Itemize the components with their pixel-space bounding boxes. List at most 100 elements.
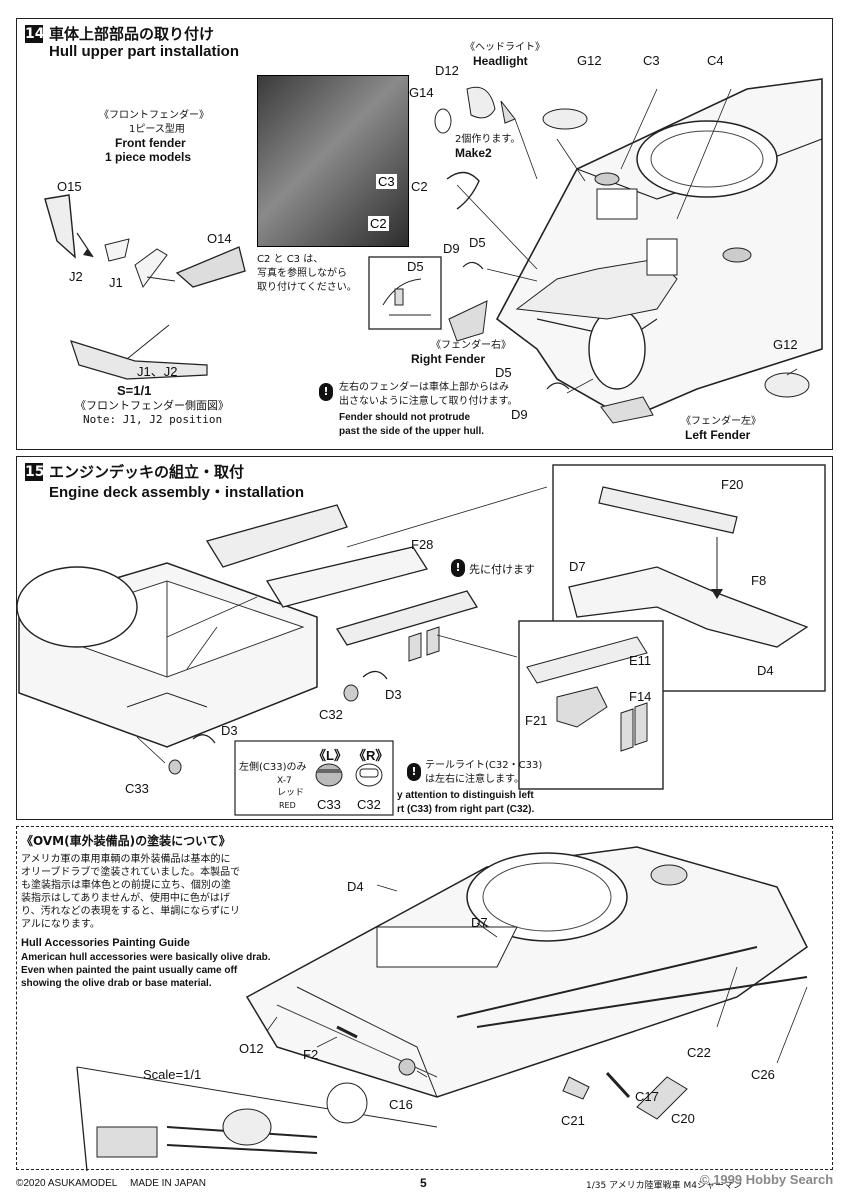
caution-icon: ! bbox=[407, 763, 421, 781]
part-label-C21: C21 bbox=[561, 1113, 585, 1128]
part-label-O15: O15 bbox=[57, 179, 82, 194]
part-label-C3: C3 bbox=[643, 53, 660, 68]
tail-en: y attention to distinguish left bbox=[397, 790, 534, 801]
page-number: 5 bbox=[420, 1176, 427, 1190]
color-en: RED bbox=[279, 801, 296, 810]
warn-jp2: 出さないように注意して取り付けます。 bbox=[339, 396, 518, 407]
reference-photo: C3 C2 bbox=[257, 75, 409, 247]
caution-icon: ! bbox=[451, 559, 465, 577]
ovm-title-jp: 《OVM(車外装備品)の塗装について》 bbox=[21, 834, 231, 848]
tail-jp: テールライト(C32・C33) bbox=[425, 760, 543, 771]
right-fender-en: Right Fender bbox=[411, 352, 485, 366]
ovm-body-jp-3: 装指示はしてありませんが、使用中に色がはげ bbox=[21, 893, 230, 904]
engine-deck-illustration bbox=[17, 464, 826, 816]
part-label-C2: C2 bbox=[411, 179, 428, 194]
part-label-D3: D3 bbox=[385, 687, 402, 702]
ovm-body-jp-5: アルになります。 bbox=[21, 919, 100, 930]
ovm-body-jp-2: も塗装指示は車体色との前提に立ち、個別の塗 bbox=[21, 880, 231, 891]
part-label-C26: C26 bbox=[751, 1067, 775, 1082]
photo-note-jp: C2 と C3 は、 bbox=[257, 254, 324, 265]
left-fender-en: Left Fender bbox=[685, 428, 751, 442]
front-fender-jp: 《フロントフェンダー》 bbox=[99, 110, 209, 121]
part-label-C22: C22 bbox=[687, 1045, 711, 1060]
ovm-body-jp-1: オリーブドラブで塗装されていました。本製品で bbox=[21, 867, 241, 878]
color-jp: レッド bbox=[277, 788, 305, 798]
front-fender-en2: 1 piece models bbox=[105, 150, 192, 164]
legend-L: 《L》 bbox=[313, 748, 347, 763]
guide-title: Hull Accessories Painting Guide bbox=[21, 937, 190, 949]
guide-body-0: American hull accessories were basically… bbox=[21, 952, 271, 963]
part-label-D4: D4 bbox=[757, 663, 774, 678]
photo-label-C2: C2 bbox=[368, 216, 389, 231]
part-label-O14: O14 bbox=[207, 231, 232, 246]
warn-en2: past the side of the upper hull. bbox=[339, 426, 485, 437]
footer-made-in: MADE IN JAPAN bbox=[130, 1178, 206, 1189]
ovm-body-jp-4: り、汚れなどの表現をすると、単調にならずにリ bbox=[21, 906, 240, 917]
part-label-G14: G14 bbox=[409, 85, 434, 100]
part-label-D7: D7 bbox=[569, 559, 586, 574]
part-label-C20: C20 bbox=[671, 1111, 695, 1126]
left-only-jp: 左側(C33)のみ bbox=[239, 762, 307, 773]
guide-body-2: showing the olive drab or base material. bbox=[21, 978, 212, 989]
legend-label-C32: C32 bbox=[357, 797, 381, 812]
part-label-F20: F20 bbox=[721, 477, 744, 492]
part-label-C17: C17 bbox=[635, 1089, 659, 1104]
part-label-D12: D12 bbox=[435, 63, 459, 78]
part-label-F14: F14 bbox=[629, 689, 652, 704]
side-view-jp: 《フロントフェンダー側面図》 bbox=[75, 399, 229, 412]
inset-label-D5: D5 bbox=[407, 259, 424, 274]
part-label-O12: O12 bbox=[239, 1041, 264, 1056]
footer-product: 1/35 アメリカ陸軍戦車 M4シャーマン bbox=[586, 1181, 742, 1191]
watermark: © 1999 Hobby Search bbox=[700, 1172, 834, 1187]
part-label-J1: J1 bbox=[109, 275, 123, 290]
part-label-C32: C32 bbox=[319, 707, 343, 722]
step-15-panel: 15 エンジンデッキの組立・取付 Engine deck assembly・in… bbox=[16, 456, 833, 820]
part-label-D5b: D5 bbox=[495, 365, 512, 380]
step-14-panel: 14 車体上部部品の取り付け Hull upper part installat… bbox=[16, 18, 833, 450]
tail-jp2: は左右に注意します。 bbox=[425, 774, 524, 785]
front-fender-en: Front fender bbox=[115, 136, 186, 150]
ovm-panel: 《OVM(車外装備品)の塗装について》 アメリカ軍の車用車輌の車外装備品は基本的… bbox=[16, 826, 833, 1171]
photo-note-jp2: 写真を参照しながら bbox=[257, 268, 347, 279]
part-label-D7: D7 bbox=[471, 915, 488, 930]
part-label-F28: F28 bbox=[411, 537, 434, 552]
step-title-jp: エンジンデッキの組立・取付 bbox=[49, 463, 245, 481]
make2-jp: 2個作ります。 bbox=[455, 134, 521, 145]
first-attach-jp: 先に付けます bbox=[469, 563, 535, 576]
make2-en: Make2 bbox=[455, 146, 492, 160]
part-label-G12: G12 bbox=[577, 53, 602, 68]
step-title-en: Hull upper part installation bbox=[49, 43, 240, 60]
color-code: X-7 bbox=[277, 776, 292, 786]
step-number: 15 bbox=[25, 463, 45, 481]
legend-R: 《R》 bbox=[353, 748, 389, 763]
step-number: 14 bbox=[25, 25, 45, 43]
side-view-note: Note: J1, J2 position bbox=[83, 413, 223, 426]
warn-jp: 左右のフェンダーは車体上部からはみ bbox=[339, 382, 509, 393]
part-label-J2: J2 bbox=[69, 269, 83, 284]
tail-en2: rt (C33) from right part (C32). bbox=[397, 804, 535, 815]
part-label-F8: F8 bbox=[751, 573, 767, 588]
ovm-body-jp-0: アメリカ軍の車用車輌の車外装備品は基本的に bbox=[21, 854, 231, 865]
legend-label-C33: C33 bbox=[317, 797, 341, 812]
part-label-C4: C4 bbox=[707, 53, 724, 68]
part-label-F2: F2 bbox=[303, 1047, 319, 1062]
photo-label-C3: C3 bbox=[376, 174, 397, 189]
part-label-E11: E11 bbox=[629, 653, 652, 668]
step-title-jp: 車体上部部品の取り付け bbox=[49, 25, 215, 43]
part-label-G12b: G12 bbox=[773, 337, 798, 352]
right-fender-jp: 《フェンダー右》 bbox=[431, 340, 511, 351]
photo-note-jp3: 取り付けてください。 bbox=[257, 282, 357, 293]
left-fender-jp: 《フェンダー左》 bbox=[681, 416, 761, 427]
part-label-J1-J2: J1、J2 bbox=[137, 364, 178, 379]
footer-copyright: ©2020 ASUKAMODEL bbox=[16, 1178, 118, 1189]
scale-label: Scale=1/1 bbox=[143, 1067, 202, 1082]
hull-upper-illustration bbox=[44, 78, 823, 424]
headlight-jp: 《ヘッドライト》 bbox=[465, 42, 545, 53]
part-label-D4: D4 bbox=[347, 879, 364, 894]
part-label-C16: C16 bbox=[389, 1097, 413, 1112]
caution-icon: ! bbox=[319, 383, 333, 401]
part-label-C33: C33 bbox=[125, 781, 149, 796]
ovm-illustration bbox=[76, 846, 808, 1171]
scale-label: S=1/1 bbox=[117, 383, 152, 398]
part-label-D9: D9 bbox=[443, 241, 460, 256]
